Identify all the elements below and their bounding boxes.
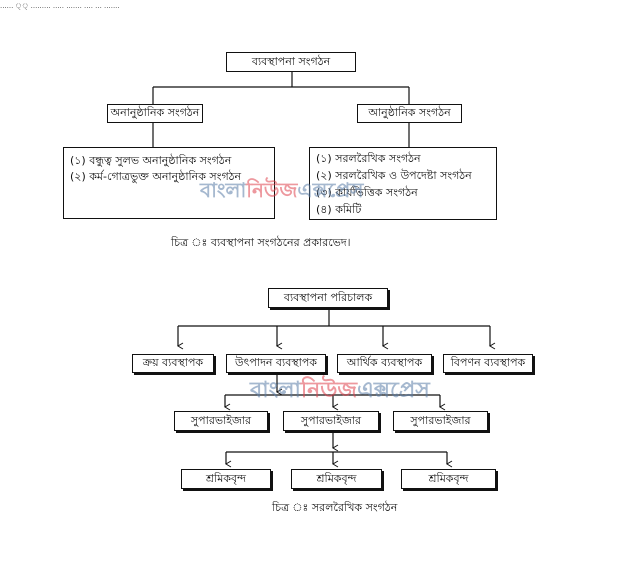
- d2-worker-box: শ্রমিকবৃন্দ: [291, 469, 382, 489]
- d2-manager-label: বিপণন ব্যবস্থাপক: [450, 356, 526, 369]
- d2-manager-label: উৎপাদন ব্যবস্থাপক: [234, 356, 317, 369]
- d2-manager-box: আর্থিক ব্যবস্থাপক: [337, 354, 432, 373]
- d2-supervisor-box: সুপারভাইজার: [283, 411, 379, 431]
- d1-root-box: ব্যবস্থাপনা সংগঠন: [226, 52, 356, 72]
- d2-caption: চিত্র ঃ সরলরৈখিক সংগঠন: [272, 501, 398, 514]
- d1-right-item: (১) সরলরৈখিক সংগঠন: [316, 152, 421, 165]
- d2-root-label: ব্যবস্থাপনা পরিচালক: [283, 290, 373, 304]
- d1-right-item: (৪) কমিটি: [316, 203, 362, 216]
- d1-right-item: (২) সরলরৈখিক ও উপদেষ্টা সংগঠন: [316, 169, 472, 182]
- d1-right-branch-label: আনুষ্ঠানিক সংগঠন: [368, 106, 451, 119]
- d2-worker-label: শ্রমিকবৃন্দ: [206, 471, 246, 485]
- d2-worker-box: শ্রমিকবৃন্দ: [181, 469, 271, 489]
- d2-supervisor-label: সুপারভাইজার: [410, 413, 471, 427]
- d2-manager-box: ক্রয় ব্যবস্থাপক: [132, 354, 214, 373]
- d2-manager-box: বিপণন ব্যবস্থাপক: [443, 354, 533, 373]
- d1-left-branch-box: অনানুষ্ঠানিক সংগঠন: [107, 104, 203, 123]
- d2-worker-label: শ্রমিকবৃন্দ: [316, 471, 357, 485]
- watermark-top: বাংলানিউজএক্সপ্রেস: [200, 178, 364, 202]
- d1-left-branch-label: অনানুষ্ঠানিক সংগঠন: [110, 106, 200, 119]
- d1-right-branch-box: আনুষ্ঠানিক সংগঠন: [357, 104, 462, 123]
- d1-root-label: ব্যবস্থাপনা সংগঠন: [251, 54, 331, 68]
- d2-supervisor-label: সুপারভাইজার: [300, 413, 362, 427]
- d2-manager-box: উৎপাদন ব্যবস্থাপক: [226, 354, 326, 373]
- d2-supervisor-label: সুপারভাইজার: [190, 413, 252, 427]
- d2-manager-label: আর্থিক ব্যবস্থাপক: [346, 356, 423, 369]
- d2-supervisor-box: সুপারভাইজার: [393, 411, 488, 431]
- d1-right-item: (৩) কার্যভিত্তিক সংগঠন: [316, 186, 418, 199]
- d1-left-item: (১) বন্ধুত্ব সুলভ অনানুষ্ঠানিক সংগঠন: [70, 154, 232, 167]
- d2-worker-label: শ্রমিকবৃন্দ: [428, 471, 469, 485]
- d1-right-list-box: (১) সরলরৈখিক সংগঠন (২) সরলরৈখিক ও উপদেষ্…: [309, 147, 497, 220]
- d2-worker-box: শ্রমিকবৃন্দ: [401, 469, 496, 489]
- d2-root-box: ব্যবস্থাপনা পরিচালক: [268, 288, 388, 308]
- d1-left-item: (২) কর্ম-গোত্রভুক্ত অনানুষ্ঠানিক সংগঠন: [70, 170, 242, 183]
- watermark-bottom: বাংলানিউজএক্সপ্রেস: [250, 378, 430, 403]
- d1-caption: চিত্র ঃ ব্যবস্থাপনা সংগঠনের প্রকারভেদ।: [171, 236, 351, 249]
- d2-manager-label: ক্রয় ব্যবস্থাপক: [142, 356, 204, 369]
- top-text-fragment: ...... ্্ ......... ..... ....... .... .…: [0, 2, 120, 10]
- d1-left-list-box: (১) বন্ধুত্ব সুলভ অনানুষ্ঠানিক সংগঠন (২)…: [63, 147, 275, 219]
- d2-supervisor-box: সুপারভাইজার: [174, 411, 268, 431]
